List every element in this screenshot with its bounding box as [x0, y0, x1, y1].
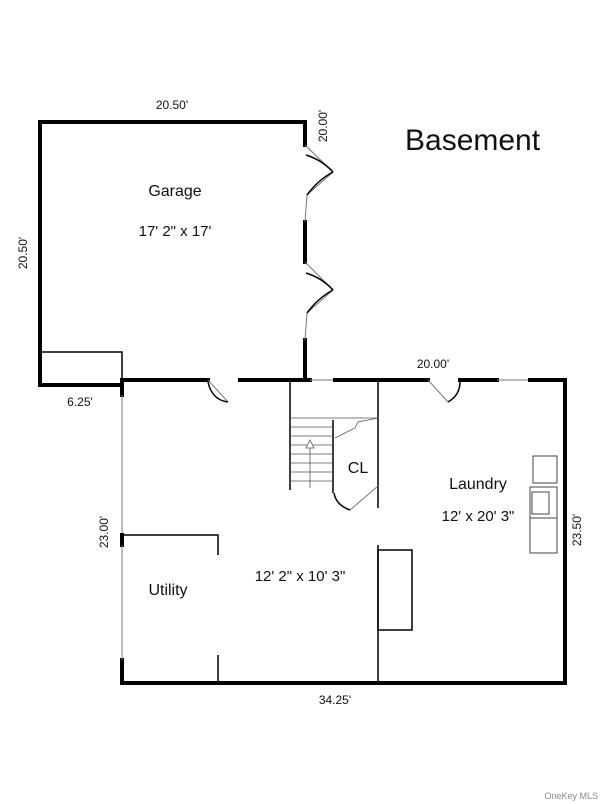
- room-size-main: 12' 2" x 10' 3": [255, 568, 346, 585]
- dim-laundry-top: 20.00': [417, 357, 449, 371]
- sink-icon: [532, 455, 558, 484]
- room-label-garage: Garage: [148, 183, 201, 200]
- laundry-fixtures: [529, 455, 558, 554]
- room-size-garage: 17' 2" x 17': [139, 223, 212, 240]
- room-label-utility: Utility: [148, 582, 187, 599]
- watermark: OneKey MLS: [544, 791, 598, 801]
- dim-bottom: 34.25': [319, 693, 351, 707]
- dim-garage-right: 20.00': [316, 110, 330, 142]
- stairs: [290, 417, 379, 488]
- dim-garage-bottom: 6.25': [67, 395, 93, 409]
- room-size-laundry: 12' x 20' 3": [442, 508, 515, 525]
- dim-right: 23.50': [570, 514, 584, 546]
- room-label-laundry: Laundry: [449, 476, 507, 493]
- dim-left: 23.00': [97, 516, 111, 548]
- dim-garage-top: 20.50': [156, 98, 188, 112]
- plan-title: Basement: [405, 124, 541, 157]
- room-label-closet: CL: [348, 460, 369, 477]
- dim-garage-left: 20.50': [16, 237, 30, 269]
- main-walls: [120, 378, 567, 685]
- garage-walls: [38, 120, 334, 387]
